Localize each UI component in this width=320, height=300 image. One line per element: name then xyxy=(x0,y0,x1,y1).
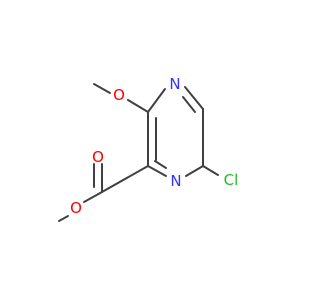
atom-o-ether: O xyxy=(113,86,125,104)
bond-c6-n1 xyxy=(185,165,204,177)
bond-c3-n4 xyxy=(147,88,166,113)
bond-n1-c2 xyxy=(147,165,167,177)
molecule-drawing: N N O O O Cl xyxy=(58,75,238,222)
atom-o-ester: O xyxy=(70,199,82,217)
atom-labels: N N O O O Cl xyxy=(70,75,238,217)
bond-cester-oester xyxy=(83,191,103,203)
atom-n-top: N xyxy=(169,75,180,93)
atom-cl: Cl xyxy=(224,171,239,189)
bond-n4-c5 xyxy=(184,86,204,110)
bond-oester-ch3 xyxy=(58,215,69,222)
atom-o-carbonyl: O xyxy=(92,148,104,166)
bonds xyxy=(58,83,219,222)
bond-c3-o xyxy=(127,99,149,113)
bond-c2-cester xyxy=(101,165,149,193)
bond-c6-cl xyxy=(202,165,219,176)
atom-n-bottom: N xyxy=(170,172,181,190)
structure-diagram: N N O O O Cl xyxy=(58,75,238,222)
bond-n1-c2-inner xyxy=(154,160,167,169)
bond-o-ch3-top xyxy=(93,83,111,94)
bond-n4-c5-inner xyxy=(182,96,196,113)
